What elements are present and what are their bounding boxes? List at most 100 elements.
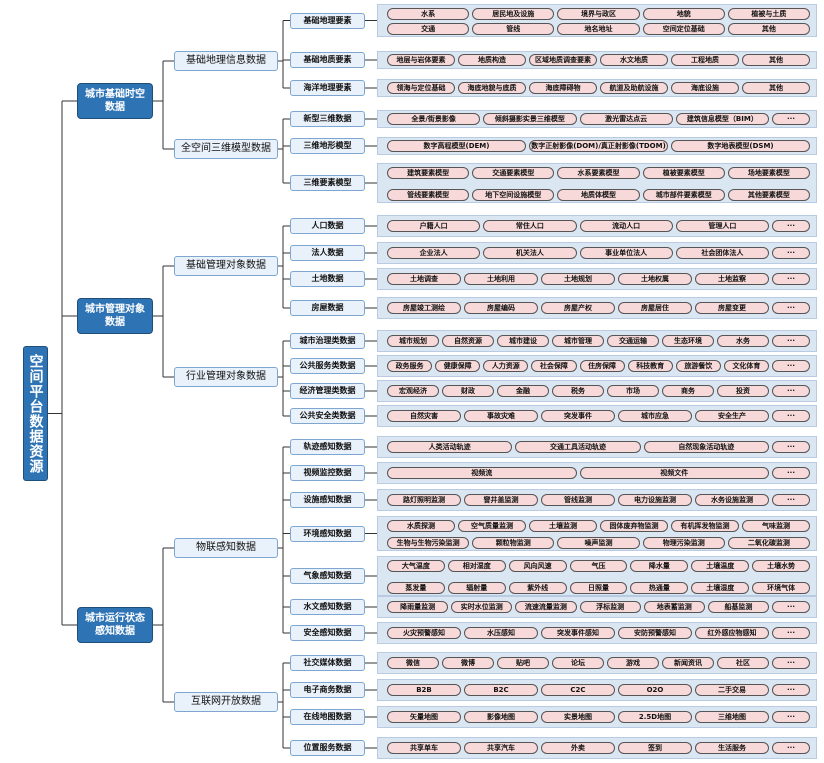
data-chip: 管线要素模型 bbox=[387, 189, 470, 201]
data-chip: 数字正射影像(DOM)/真正射影像(TDOM) bbox=[529, 140, 668, 152]
data-chip: 辐射量 bbox=[447, 582, 506, 594]
data-chip: 水系 bbox=[387, 8, 470, 20]
chip-row: 数字高程模型(DEM)数字正射影像(DOM)/真正射影像(TDOM)数字地表模型… bbox=[387, 140, 810, 152]
data-chip: 社区 bbox=[717, 657, 769, 669]
data-chip: 激光雷达点云 bbox=[579, 113, 673, 125]
more-chip: ··· bbox=[772, 410, 810, 422]
data-type-node: 在线地图数据 bbox=[290, 709, 365, 725]
data-chip: 交通 bbox=[387, 23, 470, 35]
data-chip: 投资 bbox=[717, 385, 769, 397]
data-chip: 土地监察 bbox=[695, 273, 769, 285]
chip-row: 全景/街景影像倾斜摄影实景三维模型激光雷达点云建筑信息模型（BIM）··· bbox=[387, 113, 810, 125]
data-chip: 视频流 bbox=[387, 467, 577, 479]
data-chip: 海底地貌与底质 bbox=[458, 82, 526, 94]
data-chip: 大气温度 bbox=[387, 560, 445, 572]
data-chip: 地貌 bbox=[642, 8, 725, 20]
data-chip: 路灯照明监测 bbox=[387, 494, 461, 506]
data-type-node: 环境感知数据 bbox=[290, 525, 365, 542]
item-panel: 领海与定位基础海底地貌与底质海底障碍物航道及助航设施海底设施其他 bbox=[377, 79, 817, 97]
data-chip: 事业单位法人 bbox=[579, 247, 673, 259]
data-chip: 房屋竣工测绘 bbox=[387, 302, 461, 314]
more-chip: ··· bbox=[772, 360, 810, 372]
data-chip: 土壤湿度 bbox=[691, 582, 750, 594]
item-panel: 水系居民地及设施境界与政区地貌植被与土质交通管线地名地址空间定位基础其他 bbox=[377, 4, 817, 37]
data-chip: 日照量 bbox=[569, 582, 628, 594]
item-panel: 数字高程模型(DEM)数字正射影像(DOM)/真正射影像(TDOM)数字地表模型… bbox=[377, 137, 817, 155]
data-chip: 实时水位监测 bbox=[451, 601, 513, 613]
data-chip: 相对湿度 bbox=[447, 560, 506, 572]
more-chip: ··· bbox=[772, 385, 810, 397]
data-chip: 数字地表模型(DSM) bbox=[671, 140, 810, 152]
data-chip: 火灾预警感知 bbox=[387, 627, 461, 639]
data-chip: 金融 bbox=[497, 385, 549, 397]
item-panel: 房屋竣工测绘房屋编码房屋产权房屋居住房屋变更··· bbox=[377, 297, 817, 319]
data-chip: 视频文件 bbox=[579, 467, 769, 479]
chip-row: 城市规划自然资源城市建设城市管理交通运输生态环境水务··· bbox=[387, 335, 810, 347]
data-chip: 文化体育 bbox=[723, 360, 769, 372]
data-type-node: 房屋数据 bbox=[290, 300, 365, 316]
data-chip: 海底设施 bbox=[671, 82, 739, 94]
data-chip: 降水量 bbox=[630, 560, 689, 572]
data-type-node: 城市治理类数据 bbox=[290, 333, 365, 349]
data-chip: 微信 bbox=[387, 657, 439, 669]
data-chip: 科技教育 bbox=[627, 360, 673, 372]
chip-row: 大气温度相对湿度风向风速气压降水量土壤温度土壤水势 bbox=[387, 560, 811, 572]
data-chip: 人力资源 bbox=[483, 360, 529, 372]
data-chip: 建筑信息模型（BIM） bbox=[675, 113, 769, 125]
data-type-node: 设施感知数据 bbox=[290, 492, 365, 508]
data-chip: 水质探测 bbox=[387, 520, 455, 532]
data-chip: 空间定位基础 bbox=[642, 23, 725, 35]
item-panel: 火灾预警感知水压感知突发事件感知安防预警感知红外感应物感知··· bbox=[377, 622, 817, 644]
data-chip: 三维地图 bbox=[695, 711, 769, 723]
data-chip: 工程地质 bbox=[671, 54, 739, 66]
data-chip: 微博 bbox=[442, 657, 494, 669]
data-type-node: 海洋地理要素 bbox=[290, 80, 365, 96]
data-chip: 新闻资讯 bbox=[662, 657, 714, 669]
data-type-node: 安全感知数据 bbox=[290, 625, 365, 641]
item-panel: 人类活动轨迹交通工具活动轨迹自然现象活动轨迹··· bbox=[377, 436, 817, 458]
more-chip: ··· bbox=[772, 627, 810, 639]
data-chip: 土地调查 bbox=[387, 273, 461, 285]
chip-row: 土地调查土地利用土地规划土地权属土地监察··· bbox=[387, 273, 810, 285]
item-panel: 宏观经济财政金融税务市场商务投资··· bbox=[377, 380, 817, 402]
more-chip: ··· bbox=[772, 494, 810, 506]
data-chip: 场地要素模型 bbox=[727, 167, 811, 179]
data-chip: 其他 bbox=[727, 23, 811, 35]
data-chip: 人类活动轨迹 bbox=[387, 441, 513, 453]
data-chip: 境界与政区 bbox=[557, 8, 640, 20]
data-type-node: 公共安全类数据 bbox=[290, 408, 365, 424]
data-chip: 房屋变更 bbox=[695, 302, 769, 314]
subcategory-node: 基础管理对象数据 bbox=[174, 256, 278, 276]
data-chip: 事故灾难 bbox=[464, 410, 538, 422]
data-chip: O2O bbox=[618, 684, 692, 696]
chip-row: 火灾预警感知水压感知突发事件感知安防预警感知红外感应物感知··· bbox=[387, 627, 810, 639]
subcategory-node: 行业管理对象数据 bbox=[174, 367, 278, 387]
data-type-node: 新型三维数据 bbox=[290, 111, 365, 127]
data-chip: 交通要素模型 bbox=[472, 167, 555, 179]
data-type-node: 气象感知数据 bbox=[290, 568, 365, 584]
item-panel: 自然灾害事故灾难突发事件城市应急安全生产··· bbox=[377, 405, 817, 427]
data-chip: 居民地及设施 bbox=[472, 8, 555, 20]
item-panel: 水质探测空气质量监测土壤监测固体废弃物监测有机挥发物监测气味监测生物与生物污染监… bbox=[377, 516, 817, 551]
data-chip: 颗粒物监测 bbox=[472, 537, 555, 549]
data-chip: 城市管理 bbox=[552, 335, 604, 347]
data-chip: 城市建设 bbox=[497, 335, 549, 347]
data-chip: 水务设施监测 bbox=[695, 494, 769, 506]
data-chip: 航道及助航设施 bbox=[600, 82, 668, 94]
data-chip: C2C bbox=[541, 684, 615, 696]
data-chip: 2.5D地图 bbox=[618, 711, 692, 723]
subcategory-node: 物联感知数据 bbox=[174, 538, 278, 558]
data-chip: 植被要素模型 bbox=[642, 167, 725, 179]
data-type-node: 法人数据 bbox=[290, 245, 365, 261]
data-chip: 其他 bbox=[742, 54, 810, 66]
data-chip: 地质体模型 bbox=[557, 189, 640, 201]
chip-row: 地层与岩体要素地质构造区域地质调查要素水文地质工程地质其他 bbox=[387, 54, 810, 66]
data-chip: B2C bbox=[464, 684, 538, 696]
data-chip: 空气质量监测 bbox=[458, 520, 526, 532]
data-chip: 数字高程模型(DEM) bbox=[387, 140, 526, 152]
data-chip: 环境气体 bbox=[752, 582, 811, 594]
data-chip: 影像地图 bbox=[464, 711, 538, 723]
category-node: 城市运行状态感知数据 bbox=[77, 607, 153, 643]
